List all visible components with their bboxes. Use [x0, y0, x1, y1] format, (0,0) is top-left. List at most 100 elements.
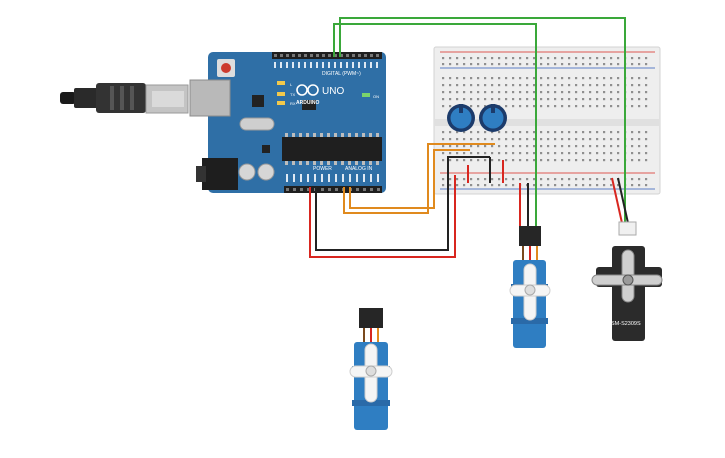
breadboard-hole [561, 77, 564, 80]
header-pin [274, 54, 277, 57]
breadboard-hole [498, 145, 501, 148]
breadboard-hole [519, 84, 522, 87]
breadboard-hole [505, 105, 508, 108]
breadboard-hole [575, 57, 578, 60]
breadboard-hole [631, 178, 634, 181]
breadboard-hole [561, 145, 564, 148]
breadboard-hole [463, 91, 466, 94]
breadboard-hole [456, 91, 459, 94]
servo-connected-icon[interactable] [509, 226, 551, 348]
servo-sm-s2309s-icon[interactable]: SM-S2309S [591, 221, 663, 341]
breadboard-hole [526, 77, 529, 80]
wire-orange-a0[interactable] [343, 143, 495, 214]
usb-port [189, 79, 231, 117]
breadboard-hole [589, 152, 592, 155]
breadboard-hole [442, 63, 445, 66]
breadboard-hole [512, 138, 515, 141]
servo-unconnected-icon[interactable] [349, 308, 393, 430]
breadboard-hole [547, 138, 550, 141]
header-pin [328, 188, 331, 191]
wire-green-signal-1[interactable] [333, 23, 537, 228]
breadboard-hole [547, 63, 550, 66]
breadboard-hole [547, 152, 550, 155]
chip-pin [362, 133, 365, 137]
breadboard-hole [610, 159, 613, 162]
pin-label-mark [280, 62, 282, 68]
breadboard-hole [554, 77, 557, 80]
pin-label-mark [370, 62, 372, 68]
breadboard-hole [568, 105, 571, 108]
header-pin [377, 188, 380, 191]
wire-red-5v[interactable] [309, 175, 456, 258]
breadboard-hole [470, 91, 473, 94]
breadboard-hole [568, 184, 571, 187]
breadboard-hole [456, 98, 459, 101]
wire-orange-a1[interactable] [349, 149, 470, 209]
breadboard-hole [491, 57, 494, 60]
breadboard-hole [526, 63, 529, 66]
breadboard-holes [442, 57, 648, 187]
breadboard-hole [498, 152, 501, 155]
breadboard-hole [540, 84, 543, 87]
breadboard-hole [610, 63, 613, 66]
wire-black-gnd[interactable] [315, 156, 490, 251]
breadboard-hole [638, 63, 641, 66]
breadboard-hole [456, 184, 459, 187]
breadboard-hole [484, 84, 487, 87]
breadboard-hole [477, 63, 480, 66]
pin-label-mark [352, 62, 354, 68]
breadboard-hole [547, 84, 550, 87]
breadboard-hole [505, 63, 508, 66]
chip-pin [313, 133, 316, 137]
breadboard-hole [526, 84, 529, 87]
breadboard-hole [645, 84, 648, 87]
breadboard-hole [442, 159, 445, 162]
breadboard-hole [442, 152, 445, 155]
breadboard-hole [491, 138, 494, 141]
breadboard-hole [442, 77, 445, 80]
breadboard-hole [533, 84, 536, 87]
breadboard-hole [470, 184, 473, 187]
chip-pin [285, 161, 288, 165]
potentiometer-1[interactable] [447, 104, 475, 132]
pin-label-mark [307, 174, 309, 182]
pin-label-mark [322, 62, 324, 68]
chip-pin [355, 161, 358, 165]
breadboard-hole [638, 152, 641, 155]
board-model: UNO [322, 86, 344, 97]
usb-cable-icon[interactable] [60, 83, 189, 114]
breadboard-hole [463, 138, 466, 141]
breadboard-hole [631, 159, 634, 162]
breadboard-hole [638, 145, 641, 148]
breadboard-hole [596, 57, 599, 60]
breadboard-hole [638, 178, 641, 181]
potentiometer-2[interactable] [479, 104, 507, 132]
breadboard-hole [505, 98, 508, 101]
pin-label-mark [334, 62, 336, 68]
header-pin [300, 188, 303, 191]
breadboard-hole [568, 77, 571, 80]
power-pin-labels [286, 174, 379, 182]
breadboard-hole [610, 145, 613, 148]
breadboard-hole [484, 145, 487, 148]
chip-pin [299, 161, 302, 165]
header-pin [370, 54, 373, 57]
breadboard-hole [638, 98, 641, 101]
breadboard-hole [484, 184, 487, 187]
breadboard-hole [554, 98, 557, 101]
wire-green-signal-2[interactable] [339, 17, 626, 228]
breadboard-hole [603, 98, 606, 101]
breadboard-hole [533, 152, 536, 155]
header-pin [335, 188, 338, 191]
header-pin [298, 54, 301, 57]
breadboard-hole [463, 131, 466, 134]
header-pin [322, 54, 325, 57]
chip-pin [313, 161, 316, 165]
pin-label-mark [274, 62, 276, 68]
breadboard-hole [547, 105, 550, 108]
breadboard-hole [484, 63, 487, 66]
header-pin [307, 188, 310, 191]
arduino-uno-board[interactable]: L TX RX ON ARDUINO UNO DIGITAL (PWM~) PO… [189, 52, 386, 193]
breadboard-hole [505, 138, 508, 141]
breadboard-hole [512, 145, 515, 148]
